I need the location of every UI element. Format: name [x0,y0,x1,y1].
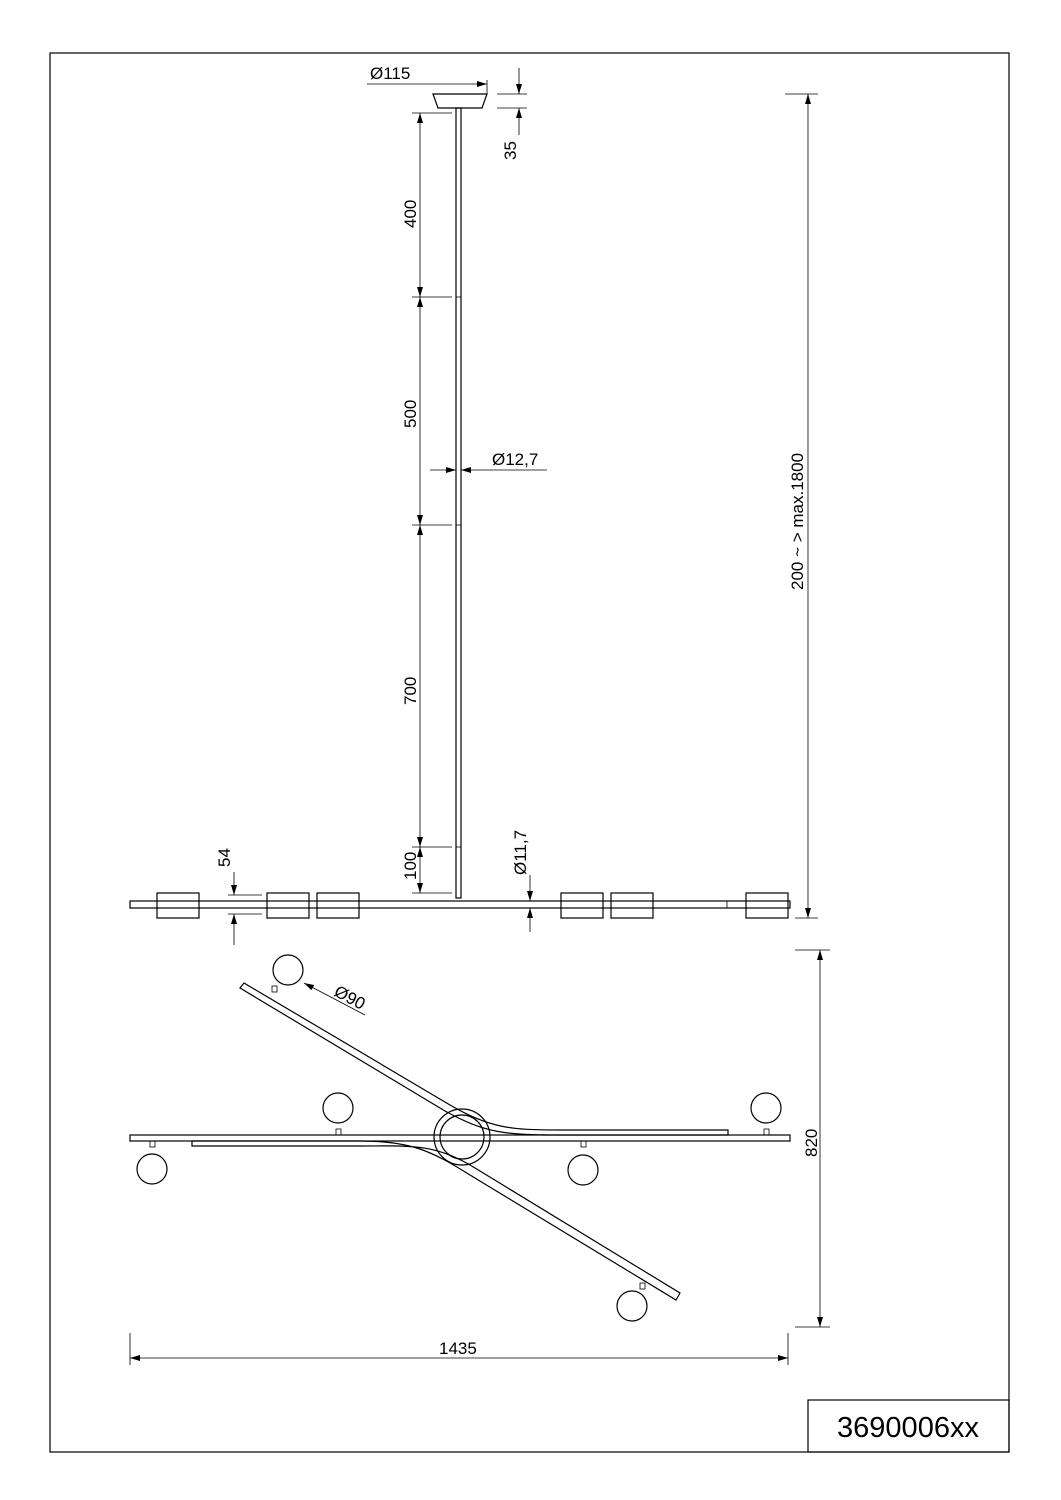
side-view: Ø115 35 400 500 700 100 Ø12,7 [129,64,818,945]
dim-rod-500: 500 [401,400,420,428]
lower-arm [191,1140,681,1301]
rod-dimension-chain: 400 500 700 100 [401,112,452,894]
dim-top-view-depth: 820 [802,1129,821,1157]
drawing-frame [49,52,1010,1453]
center-ring [433,1108,491,1166]
suspension-rod [455,107,462,899]
article-number: 3690006xx [837,1412,979,1444]
dim-rod-400: 400 [401,200,420,228]
top-view: Ø90 820 1435 [129,949,830,1365]
shades [156,892,789,919]
title-block: 3690006xx [807,1399,1010,1453]
light-bar [129,900,791,909]
dim-shade-height: 54 [215,848,234,867]
dim-rod-diameter: Ø12,7 [492,450,538,469]
dim-total-width: 1435 [439,1339,477,1358]
dim-canopy-height: 35 [501,141,520,160]
dim-canopy-diameter: Ø115 [370,64,410,83]
dim-globe-diameter: Ø90 [331,982,368,1014]
dim-bar-diameter: Ø11,7 [511,830,530,875]
canopy [432,93,488,109]
dim-rod-700: 700 [401,677,420,705]
globes [136,954,782,1322]
main-bar [129,1134,791,1142]
dim-total-height: 200 ~ > max.1800 [788,453,807,590]
upper-arm [239,982,729,1136]
dim-rod-100: 100 [401,852,420,880]
